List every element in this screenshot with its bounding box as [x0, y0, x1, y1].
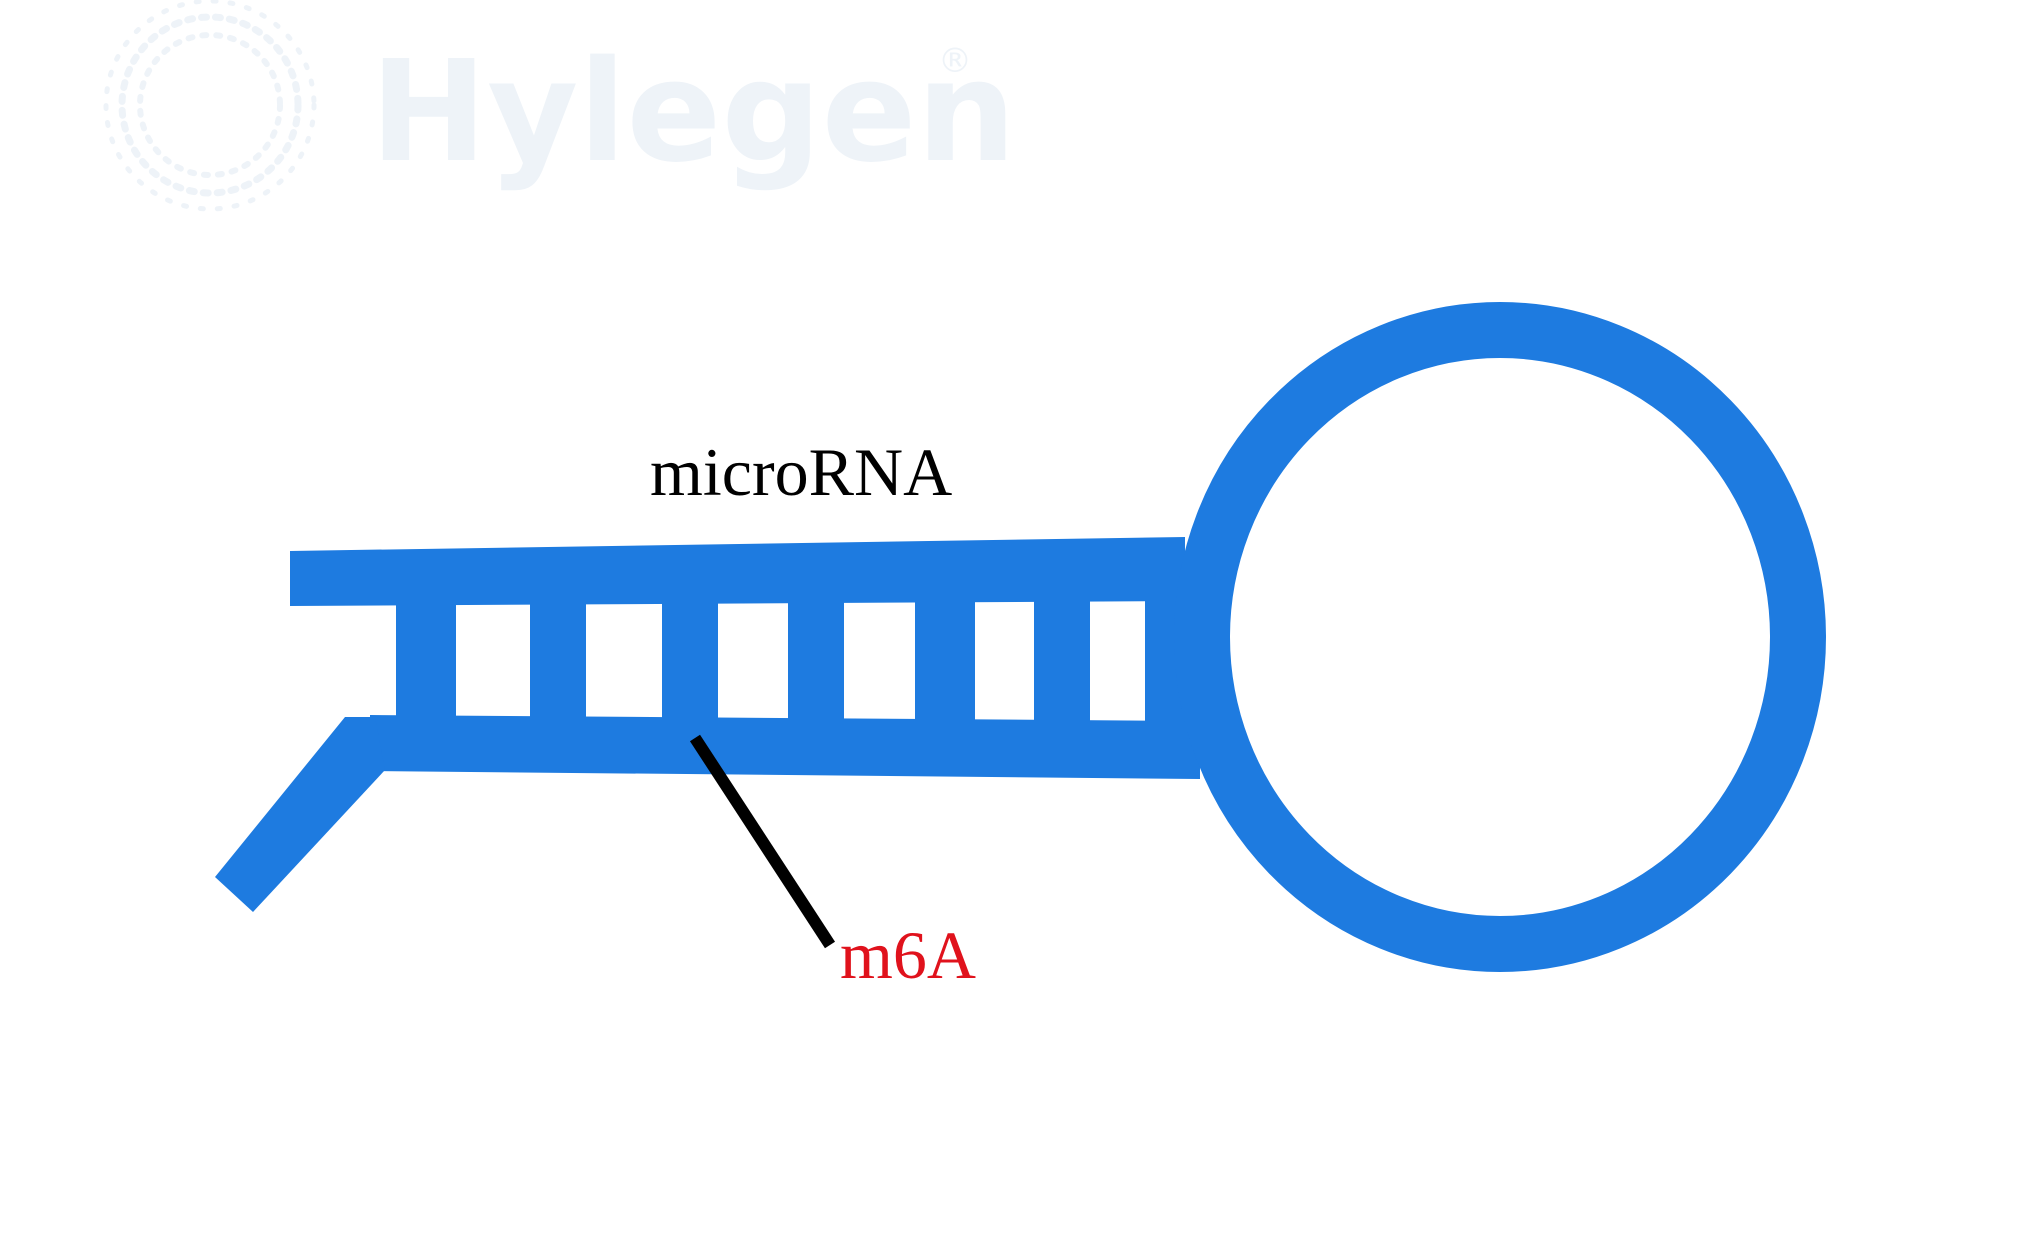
- top-strand: [290, 537, 1185, 606]
- base-pair-2: [530, 590, 586, 730]
- bottom-strand: [370, 715, 1200, 779]
- base-pair-4: [788, 590, 844, 730]
- watermark: Hylegen ®: [103, 0, 1016, 212]
- tail-strand: [215, 717, 385, 912]
- terminal-loop: [1174, 302, 1826, 972]
- m6a-label: m6A: [840, 917, 976, 993]
- base-pair-3: [662, 590, 718, 730]
- m6a-pointer-line: [689, 734, 836, 949]
- rna-hairpin: [215, 302, 1826, 972]
- watermark-registered-mark: ®: [938, 41, 972, 81]
- base-pair-1: [396, 590, 456, 730]
- microrna-label: microRNA: [650, 434, 952, 510]
- base-pair-6: [1034, 590, 1090, 730]
- base-pair-5: [915, 590, 975, 730]
- dna-helix-ring-icon: [103, 0, 317, 212]
- watermark-brand: Hylegen: [370, 31, 1016, 194]
